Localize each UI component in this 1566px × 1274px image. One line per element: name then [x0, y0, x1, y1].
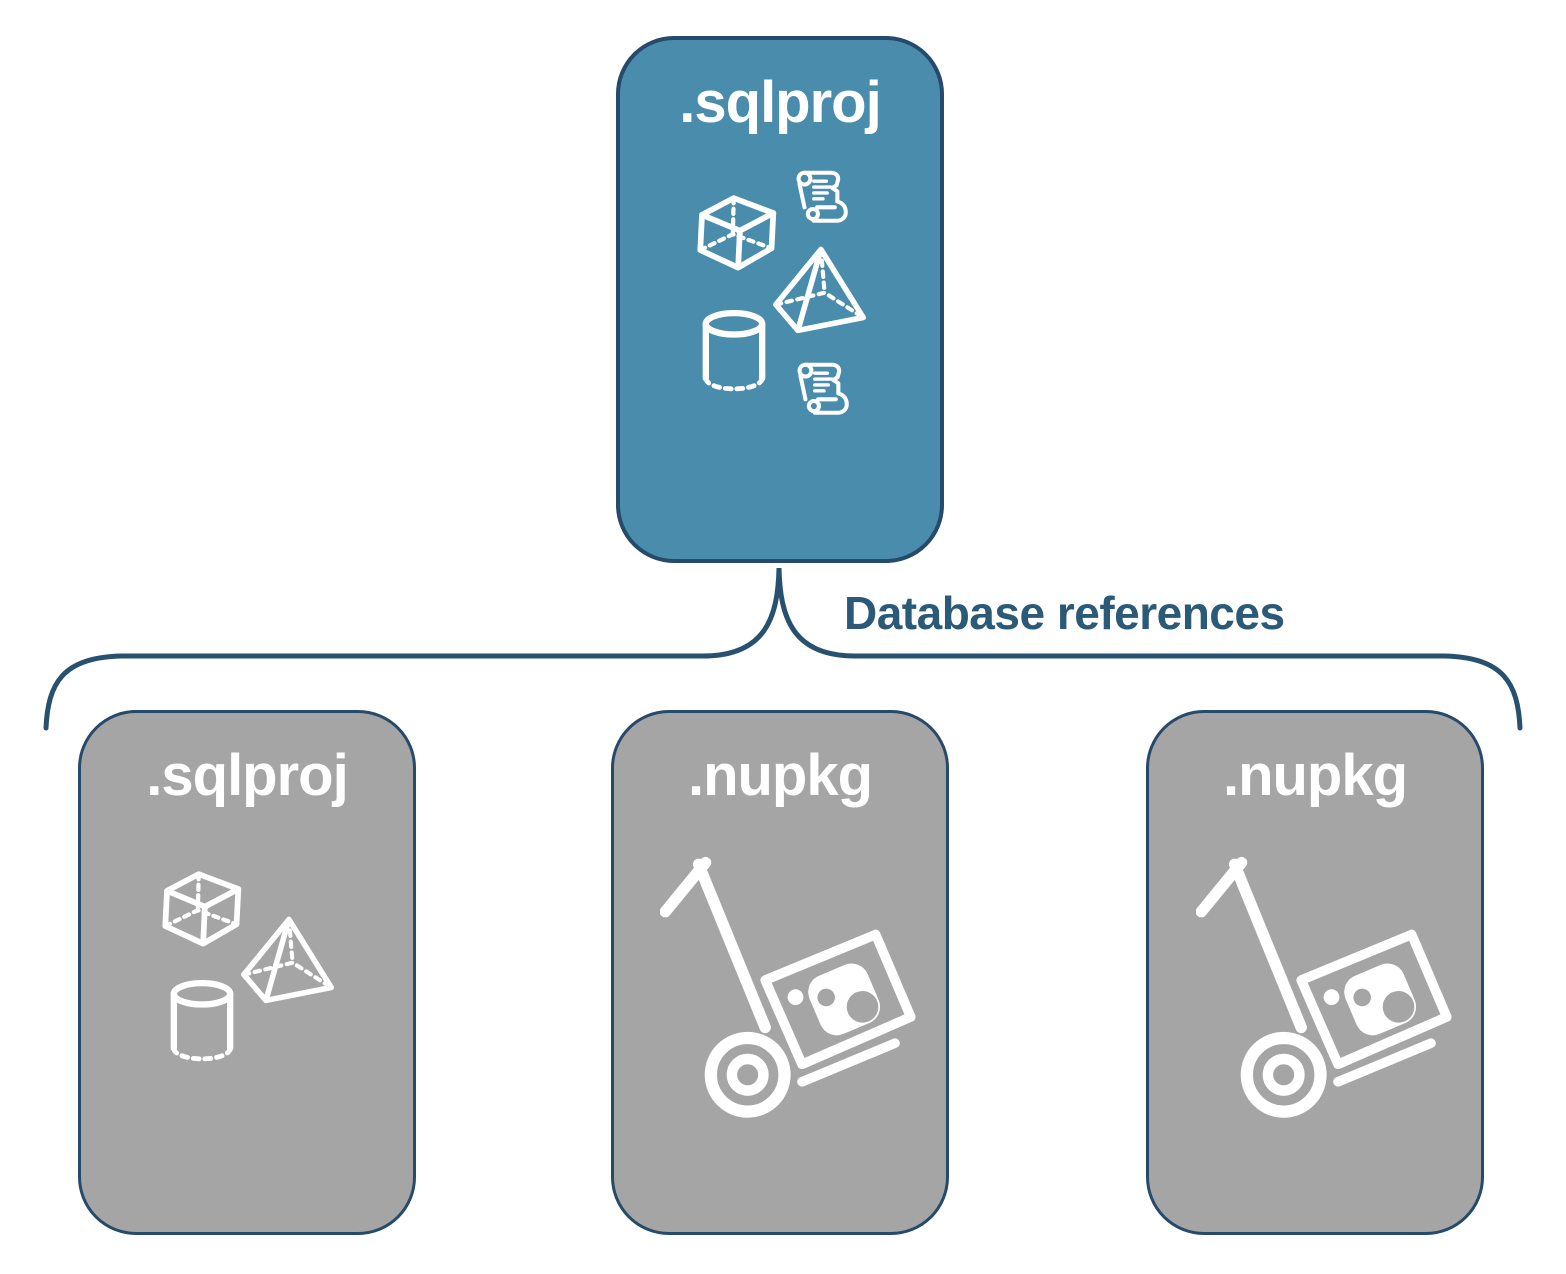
- cube-3d-icon: [160, 866, 248, 950]
- root-node-title: .sqlproj: [679, 70, 881, 135]
- database-cylinder-icon: [168, 980, 236, 1064]
- root-node-sqlproj: .sqlproj: [616, 36, 944, 563]
- connector-label: Database references: [844, 587, 1285, 639]
- script-scroll-icon: [791, 166, 850, 225]
- child-node-title: .nupkg: [1222, 743, 1408, 808]
- handtruck-nuget-package-icon: [1196, 852, 1452, 1124]
- database-cylinder-icon: [700, 310, 768, 394]
- handtruck-nuget-package-icon: [660, 852, 916, 1124]
- child-node-title: .sqlproj: [146, 743, 348, 808]
- script-scroll-icon: [792, 358, 851, 417]
- pyramid-3d-icon: [238, 913, 338, 1005]
- child-node-title: .nupkg: [687, 743, 873, 808]
- pyramid-3d-icon: [770, 243, 870, 335]
